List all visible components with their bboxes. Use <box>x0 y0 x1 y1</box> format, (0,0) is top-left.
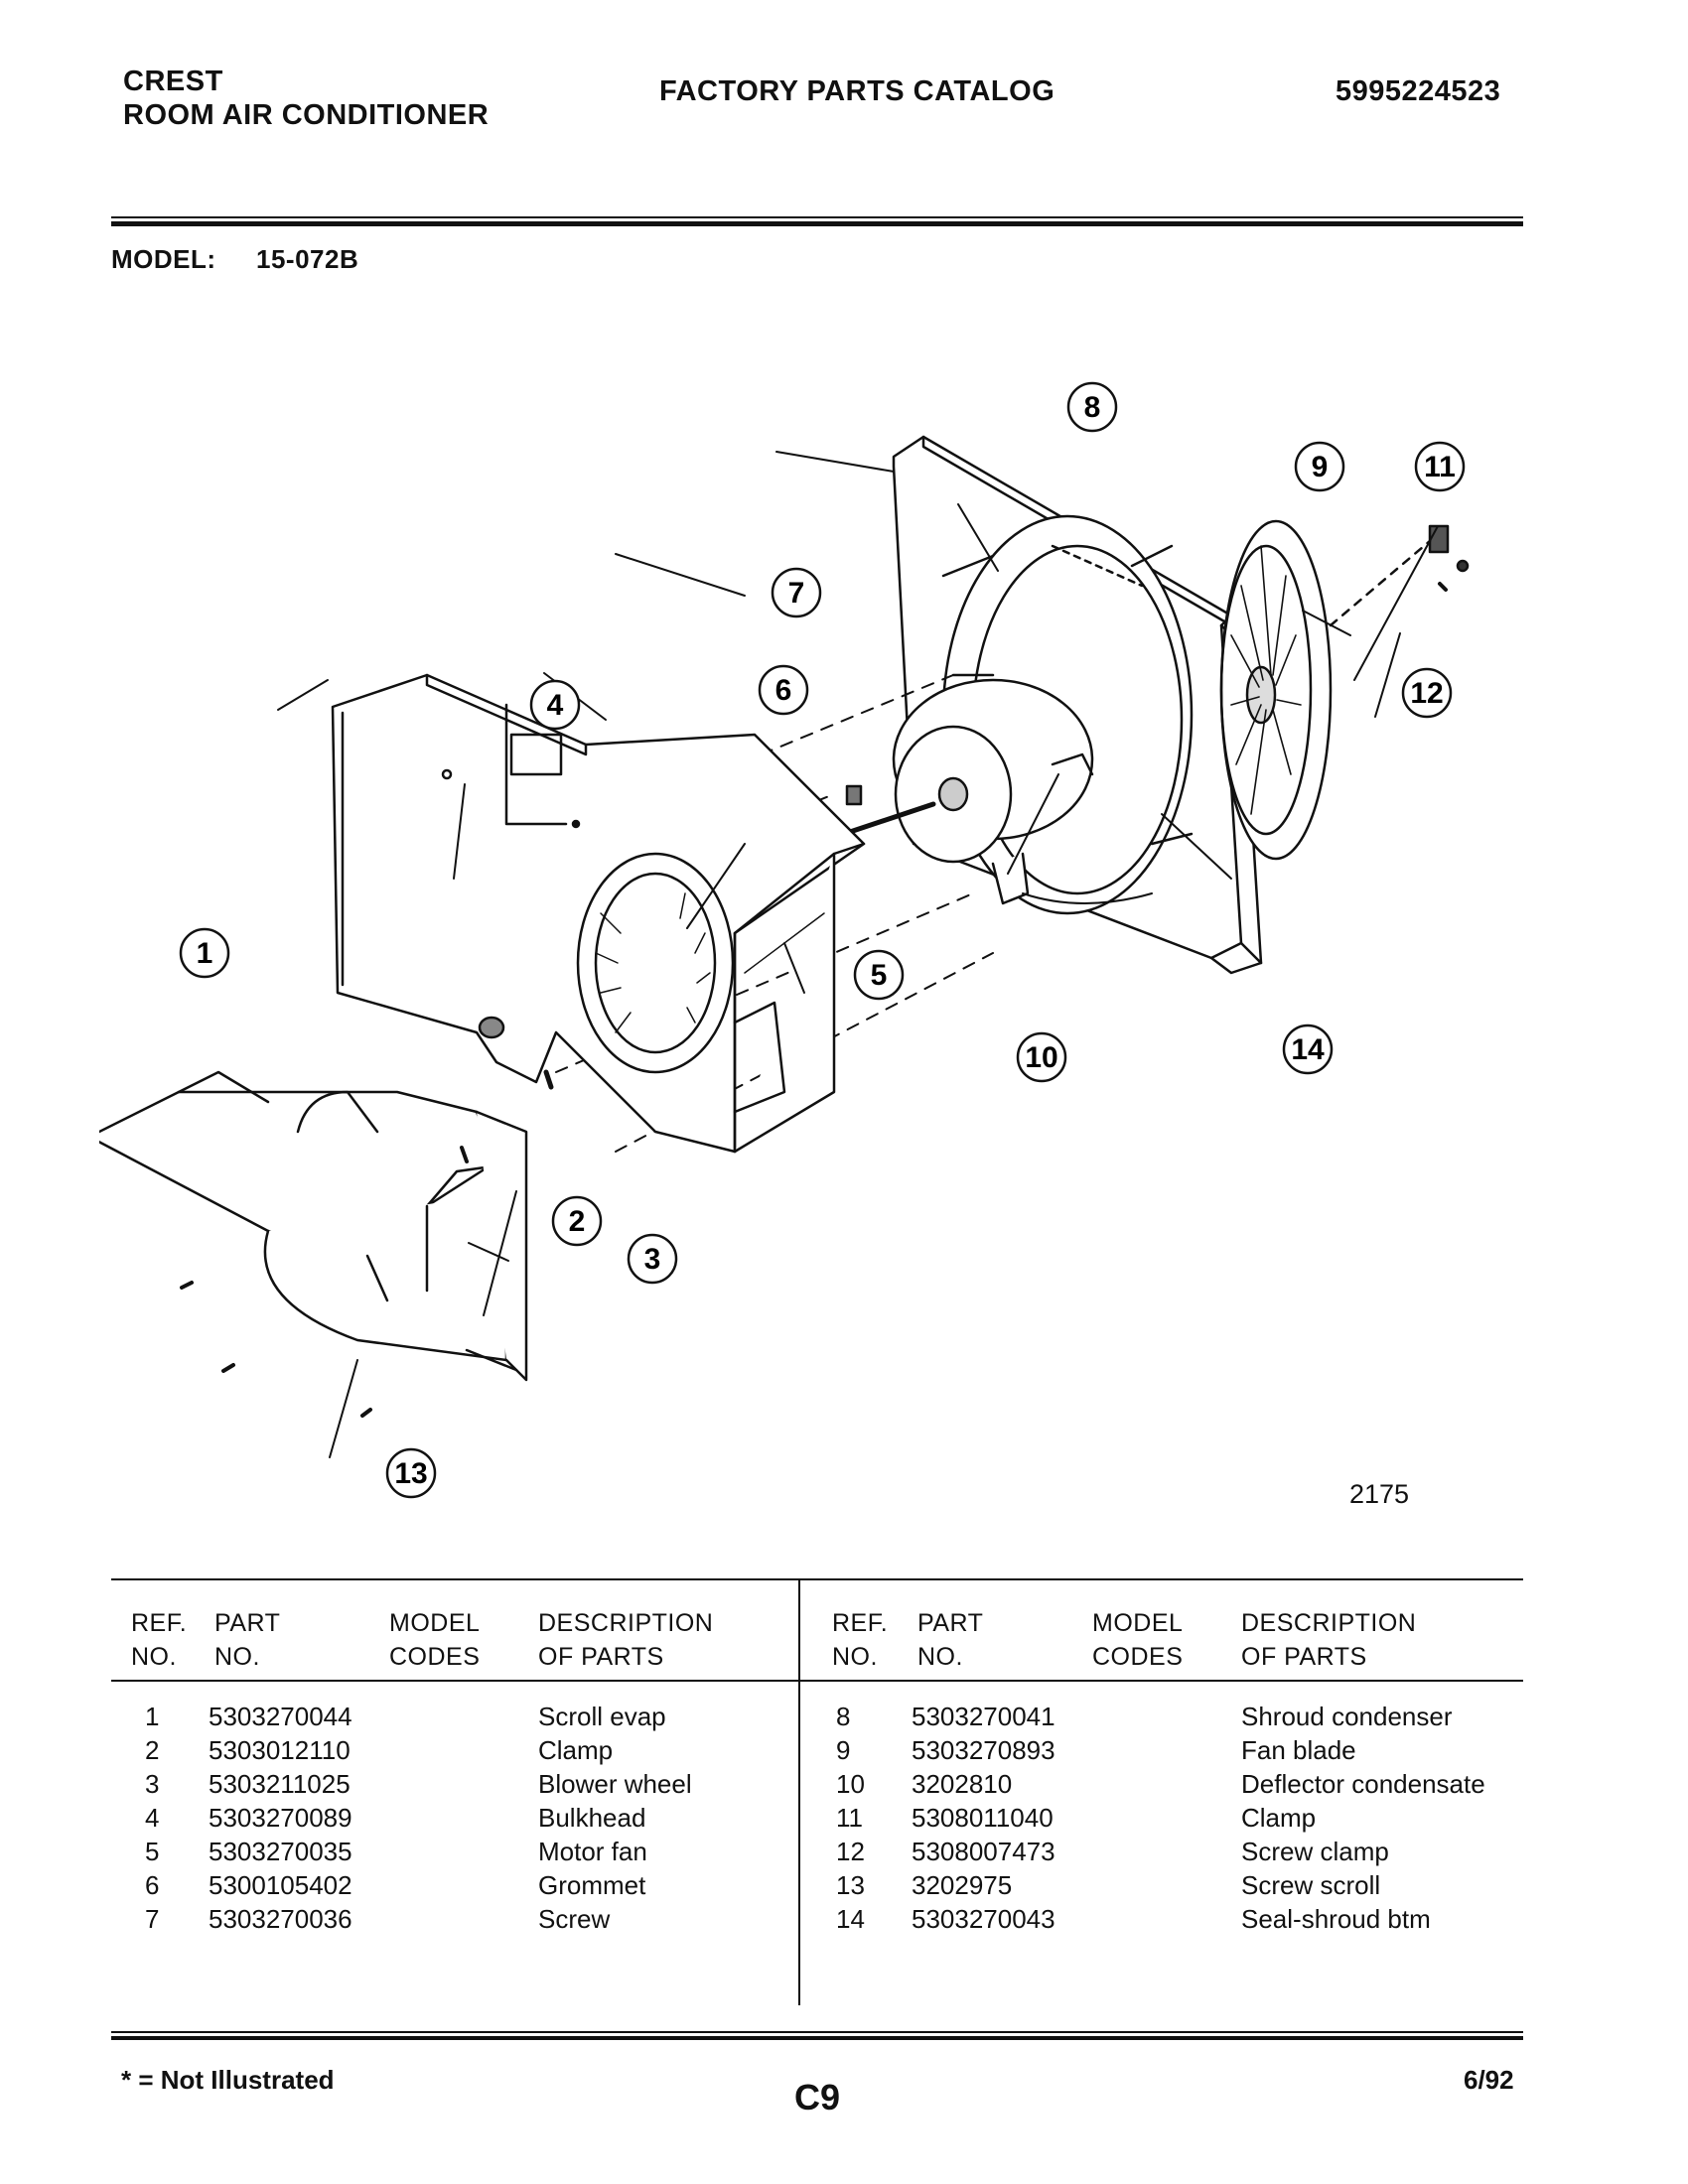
callout-7: 7 <box>771 567 822 618</box>
th-ref-left: REF.NO. <box>131 1609 188 1671</box>
svg-text:8: 8 <box>1084 391 1101 424</box>
svg-text:11: 11 <box>1424 451 1456 483</box>
svg-text:5: 5 <box>871 959 888 992</box>
figure-number: 2175 <box>1349 1479 1410 1509</box>
table-row: 9 5303270893 Fan blade <box>836 1735 1356 1765</box>
catalog-date: 6/92 <box>1464 2065 1514 2095</box>
model-label: MODEL: <box>111 244 216 274</box>
table-row: 5 5303270035 Motor fan <box>145 1837 647 1866</box>
brand-name: CREST <box>123 66 223 97</box>
page-number: C9 <box>794 2077 841 2117</box>
svg-text:14: 14 <box>1291 1033 1325 1066</box>
callout-4: 4 <box>529 679 581 731</box>
svg-text:3: 3 <box>644 1243 661 1276</box>
table-row: 11 5308011040 Clamp <box>836 1803 1317 1833</box>
table-bottom-rule-thick <box>111 2036 1523 2040</box>
table-row: 7 5303270036 Screw <box>145 1904 611 1934</box>
svg-text:4: 4 <box>547 689 564 722</box>
table-row: 8 5303270041 Shroud condenser <box>836 1702 1453 1731</box>
scroll-evap-drawing <box>99 1070 528 1382</box>
fan-blade-drawing <box>1219 519 1333 861</box>
svg-text:1: 1 <box>197 937 213 970</box>
table-top-rule <box>111 1578 1523 1580</box>
grommet-drawing <box>845 784 863 806</box>
not-illustrated-note: * = Not Illustrated <box>121 2065 335 2095</box>
svg-text:13: 13 <box>394 1457 427 1490</box>
motor-fan-drawing <box>811 678 1094 905</box>
table-row: 14 5303270043 Seal-shroud btm <box>836 1904 1431 1934</box>
table-row: 10 3202810 Deflector condensate <box>836 1769 1485 1799</box>
th-ref-right: REF.NO. <box>832 1609 889 1671</box>
callout-14: 14 <box>1282 1024 1334 1075</box>
svg-text:2: 2 <box>569 1205 586 1238</box>
clamp-small-drawing <box>478 1016 554 1090</box>
callout-9: 9 <box>1294 441 1345 492</box>
svg-text:12: 12 <box>1410 677 1443 710</box>
table-row: 6 5300105402 Grommet <box>145 1870 646 1900</box>
model-number: 15-072B <box>256 244 359 274</box>
callout-10: 10 <box>1016 1031 1067 1083</box>
svg-text:7: 7 <box>788 577 805 610</box>
table-row: 4 5303270089 Bulkhead <box>145 1803 646 1833</box>
table-bottom-rule-thin <box>111 2031 1523 2033</box>
callout-8: 8 <box>1066 381 1118 433</box>
blower-wheel-drawing <box>576 852 786 1114</box>
callout-3: 3 <box>627 1233 678 1285</box>
svg-text:10: 10 <box>1025 1041 1057 1074</box>
exploded-parts-diagram: 8 9 11 12 7 6 4 1 5 10 14 2 3 13 <box>99 381 1470 1499</box>
header-rule-thick <box>111 221 1523 226</box>
clamp-drawing <box>1428 524 1470 573</box>
table-header-rule <box>111 1680 1523 1682</box>
table-row: 12 5308007473 Screw clamp <box>836 1837 1389 1866</box>
loose-screws <box>180 582 1448 1418</box>
table-row: 2 5303012110 Clamp <box>145 1735 614 1765</box>
svg-text:6: 6 <box>775 674 792 707</box>
callout-11: 11 <box>1414 441 1466 492</box>
table-row: 3 5303211025 Blower wheel <box>145 1769 692 1799</box>
catalog-title: FACTORY PARTS CATALOG <box>659 75 1055 107</box>
callout-group: 8 9 11 12 7 6 4 1 5 10 14 2 3 13 <box>179 381 1466 1499</box>
callout-12: 12 <box>1401 667 1453 719</box>
callout-1: 1 <box>179 927 230 979</box>
callout-5: 5 <box>853 949 905 1001</box>
callout-13: 13 <box>385 1447 437 1499</box>
product-name: ROOM AIR CONDITIONER <box>123 99 490 131</box>
header-rule-thin <box>111 216 1523 218</box>
table-divider <box>798 1580 800 2005</box>
svg-text:9: 9 <box>1312 451 1329 483</box>
callout-2: 2 <box>551 1195 603 1247</box>
table-row: 13 3202975 Screw scroll <box>836 1870 1381 1900</box>
catalog-number: 5995224523 <box>1336 75 1501 107</box>
callout-6: 6 <box>758 664 809 716</box>
table-row: 1 5303270044 Scroll evap <box>145 1702 666 1731</box>
